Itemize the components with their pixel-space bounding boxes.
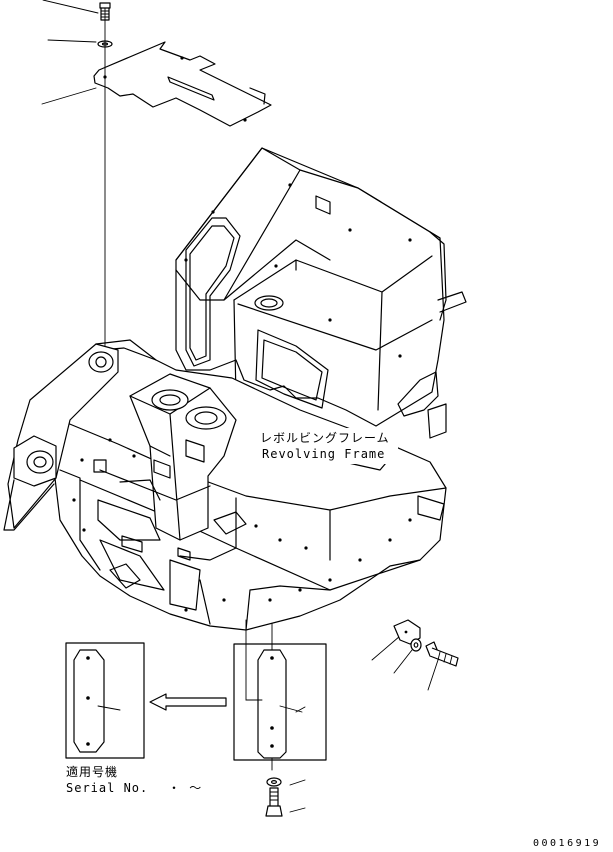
detail-box-new [233, 619, 327, 761]
tank-box [175, 147, 467, 439]
detail-box-old [65, 642, 145, 759]
drawing-code: 00016919 [533, 838, 601, 849]
side-bracket [393, 619, 421, 645]
serial-label-english: Serial No. [66, 781, 148, 795]
part-name-english: Revolving Frame [262, 447, 385, 461]
boom-bracket [3, 339, 157, 531]
serial-range: ・ ～ [168, 781, 202, 795]
part-name-japanese: レボルビングフレーム [260, 431, 390, 445]
bottom-washer [266, 777, 282, 787]
arrow-icon [149, 693, 227, 711]
center-pillar [93, 373, 247, 561]
cover-plate [93, 41, 272, 127]
bottom-bolt [265, 787, 283, 817]
side-bolt [425, 641, 459, 667]
side-washer [410, 638, 422, 652]
serial-label-japanese: 適用号機 [66, 764, 118, 779]
